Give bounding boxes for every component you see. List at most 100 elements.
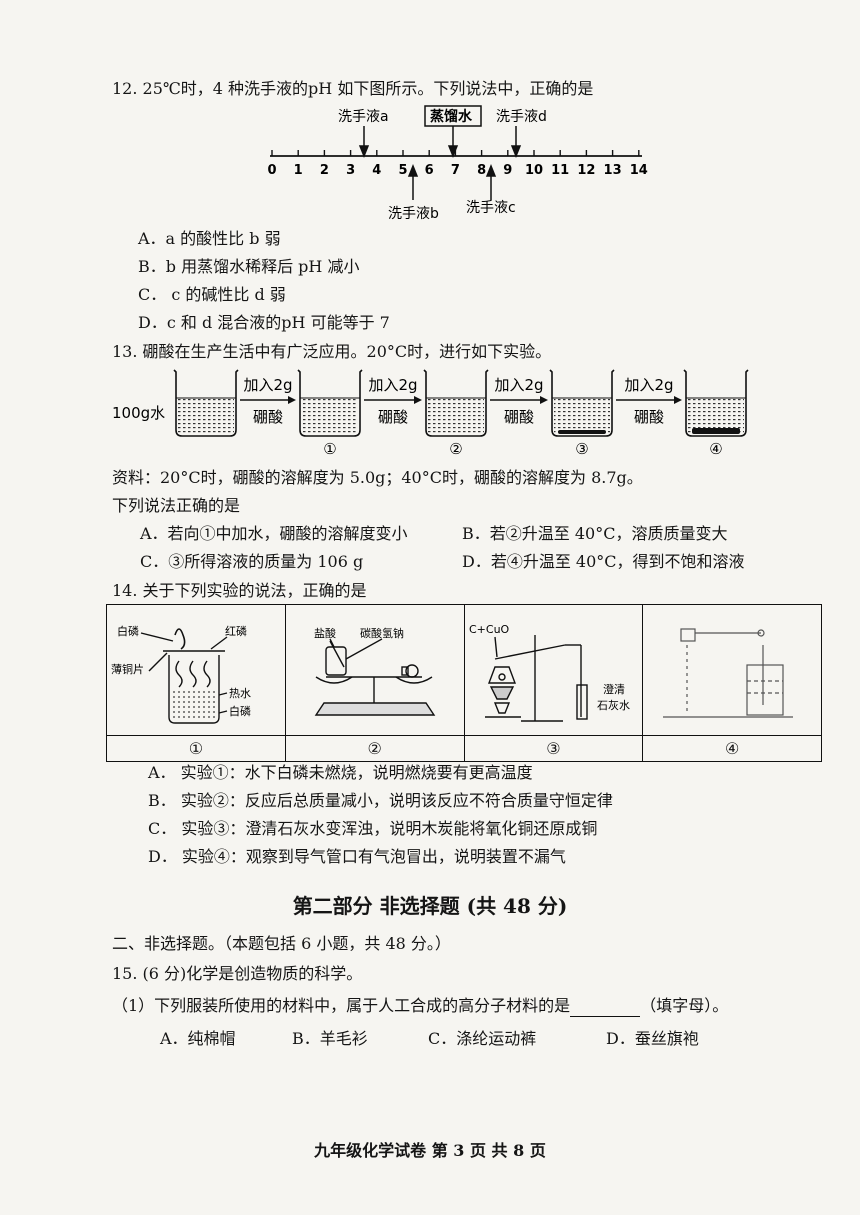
flow-arrow-head <box>540 396 548 404</box>
q13-option-d: D．若④升温至 40°C，得到不饱和溶液 <box>462 552 745 571</box>
add-boric-acid-label: 加入2g <box>243 376 292 394</box>
add-boric-acid-label: 加入2g <box>494 376 543 394</box>
q15-option-b: B．羊毛衫 <box>292 1029 368 1048</box>
airtightness-experiment-illustration <box>663 628 794 718</box>
ph-tick-label: 12 <box>577 163 595 178</box>
boric-acid-label: 硼酸 <box>634 408 664 426</box>
ph-tick-label: 9 <box>503 163 512 178</box>
experiment-1-cell: 白磷 红磷 薄铜片 热水 白磷 <box>106 604 286 736</box>
part-two-title: 第二部分 非选择题 (共 48 分) <box>292 894 568 918</box>
q13-option-b: B．若②升温至 40°C，溶质质量变大 <box>462 524 728 543</box>
ph-tick-label: 13 <box>604 163 622 178</box>
q15-part1-text: （1）下列服装所使用的材料中，属于人工合成的高分子材料的是 <box>112 996 571 1015</box>
label-handwash-b: 洗手液b <box>388 206 439 222</box>
beaker <box>297 369 363 437</box>
label-hydrochloric-acid: 盐酸 <box>314 626 336 640</box>
q15-option-c: C．涤纶运动裤 <box>428 1029 537 1048</box>
experiment-label-1: ① <box>106 735 286 762</box>
label-limewater-2: 石灰水 <box>597 698 630 712</box>
ph-tick-label: 8 <box>477 163 486 178</box>
experiment-table: 白磷 红磷 薄铜片 热水 白磷 <box>106 604 822 762</box>
q14-stem: 14. 关于下列实验的说法，正确的是 <box>112 581 367 600</box>
add-boric-acid-label: 加入2g <box>368 376 417 394</box>
beaker-label: ② <box>449 440 462 458</box>
q13-info: 资料：20°C时，硼酸的溶解度为 5.0g；40°C时，硼酸的溶解度为 8.7g… <box>112 468 643 487</box>
combustion-experiment-illustration: 白磷 红磷 薄铜片 热水 白磷 <box>111 624 251 724</box>
ph-tick-label: 7 <box>451 163 460 178</box>
q13-option-c: C．③所得溶液的质量为 106 g <box>140 552 364 571</box>
ph-tick-label: 5 <box>398 163 407 178</box>
label-distilled-water: 蒸馏水 <box>430 108 473 125</box>
q14-option-d: D． 实验④：观察到导气管口有气泡冒出，说明装置不漏气 <box>148 847 566 866</box>
answer-blank[interactable] <box>570 1000 641 1017</box>
label-white-phosphorus-underwater: 白磷 <box>229 704 251 718</box>
beaker <box>173 369 239 437</box>
reduction-experiment-illustration: C+CuO 澄清 石灰水 <box>469 623 630 722</box>
ph-tick-label: 14 <box>630 163 648 178</box>
add-boric-acid-label: 加入2g <box>624 376 673 394</box>
label-hot-water: 热水 <box>229 687 251 700</box>
beaker <box>549 369 615 437</box>
experiment-label-2: ② <box>284 735 465 762</box>
ph-tick-label: 1 <box>294 163 303 178</box>
experiment-2-cell: 盐酸 碳酸氢钠 <box>284 604 465 736</box>
q14-option-c: C． 实验③：澄清石灰水变浑浊，说明木炭能将氧化铜还原成铜 <box>148 819 598 838</box>
q15-option-d: D．蚕丝旗袍 <box>606 1029 699 1048</box>
beaker-liquid <box>302 398 358 434</box>
ph-tick-label: 11 <box>551 163 569 178</box>
experiment-label-3: ③ <box>463 735 644 762</box>
q13-stem: 13. 硼酸在生产生活中有广泛应用。20°C时，进行如下实验。 <box>112 342 552 361</box>
beaker-outline <box>297 369 363 437</box>
experiment-4-cell <box>642 604 822 736</box>
q14-option-a: A． 实验①：水下白磷未燃烧，说明燃烧要有更高温度 <box>148 763 533 782</box>
label-handwash-a: 洗手液a <box>338 109 389 125</box>
q13-subprompt: 下列说法正确的是 <box>112 496 241 515</box>
ph-tick-label: 0 <box>267 163 276 178</box>
flow-arrow-head <box>674 396 682 404</box>
beaker-liquid <box>554 398 610 434</box>
sediment <box>558 430 606 434</box>
label-white-phosphorus: 白磷 <box>117 624 139 638</box>
ph-tick-label: 6 <box>425 163 434 178</box>
q14-option-b: B． 实验②：反应后总质量减小，说明该反应不符合质量守恒定律 <box>148 791 613 810</box>
label-handwash-c: 洗手液c <box>466 200 516 216</box>
q15-option-a: A．纯棉帽 <box>160 1029 236 1048</box>
q15-part1-suffix: （填字母）。 <box>640 996 729 1015</box>
label-copper-sheet: 薄铜片 <box>111 662 144 676</box>
label-100g-water: 100g水 <box>112 404 165 422</box>
experiment-3-cell: C+CuO 澄清 石灰水 <box>463 604 644 736</box>
q12-stem: 12. 25℃时，4 种洗手液的pH 如下图所示。下列说法中，正确的是 <box>112 79 594 98</box>
beaker-liquid <box>428 398 484 434</box>
page-footer: 九年级化学试卷 第 3 页 共 8 页 <box>314 1141 546 1160</box>
beaker <box>423 369 489 437</box>
label-limewater-1: 澄清 <box>603 682 625 696</box>
ph-tick-label: 10 <box>525 163 543 178</box>
beaker-liquid <box>178 398 234 434</box>
ph-tick-label: 2 <box>320 163 329 178</box>
q13-option-a: A．若向①中加水，硼酸的溶解度变小 <box>140 524 408 543</box>
label-c-cuo: C+CuO <box>469 623 510 636</box>
q12-option-c: C． c 的碱性比 d 弱 <box>138 285 286 304</box>
sediment <box>692 428 740 434</box>
beaker-outline <box>423 369 489 437</box>
beaker-outline <box>683 369 749 437</box>
label-handwash-d: 洗手液d <box>496 109 547 125</box>
experiment-label-4: ④ <box>642 735 822 762</box>
beaker <box>683 369 749 437</box>
boric-acid-label: 硼酸 <box>378 408 408 426</box>
beaker-label: ④ <box>709 440 722 458</box>
balance-experiment-illustration: 盐酸 碳酸氢钠 <box>314 626 436 716</box>
q15-stem: 15. (6 分)化学是创造物质的科学。 <box>112 964 363 983</box>
beaker-label: ① <box>323 440 336 458</box>
q15-part1: （1）下列服装所使用的材料中，属于人工合成的高分子材料的是 （填字母）。 <box>112 995 728 1017</box>
flow-arrow-head <box>414 396 422 404</box>
beaker-label: ③ <box>575 440 588 458</box>
ph-tick-label: 4 <box>372 163 381 178</box>
boric-acid-label: 硼酸 <box>504 408 534 426</box>
beaker-outline <box>549 369 615 437</box>
section-two-heading: 二、非选择题。（本题包括 6 小题，共 48 分。） <box>112 934 451 953</box>
beaker-outline <box>173 369 239 437</box>
label-sodium-bicarbonate: 碳酸氢钠 <box>360 626 404 640</box>
